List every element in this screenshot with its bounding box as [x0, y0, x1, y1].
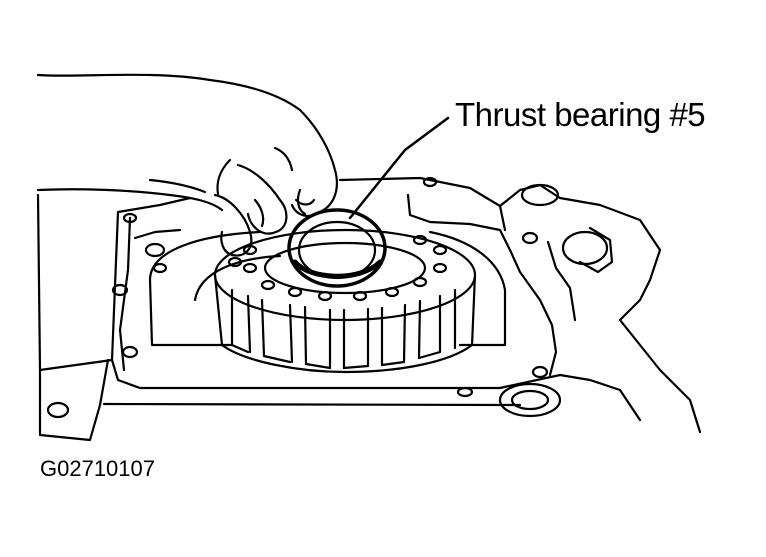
bolt-holes	[46, 176, 562, 419]
callout-label: Thrust bearing #5	[455, 96, 706, 133]
thrust-bearing	[287, 208, 387, 288]
hand	[36, 73, 338, 257]
callout-leader	[348, 116, 450, 220]
case-housing	[36, 176, 702, 442]
clutch-drum	[213, 228, 477, 374]
figure-id: G02710107	[40, 456, 155, 481]
case-recess	[148, 230, 507, 347]
